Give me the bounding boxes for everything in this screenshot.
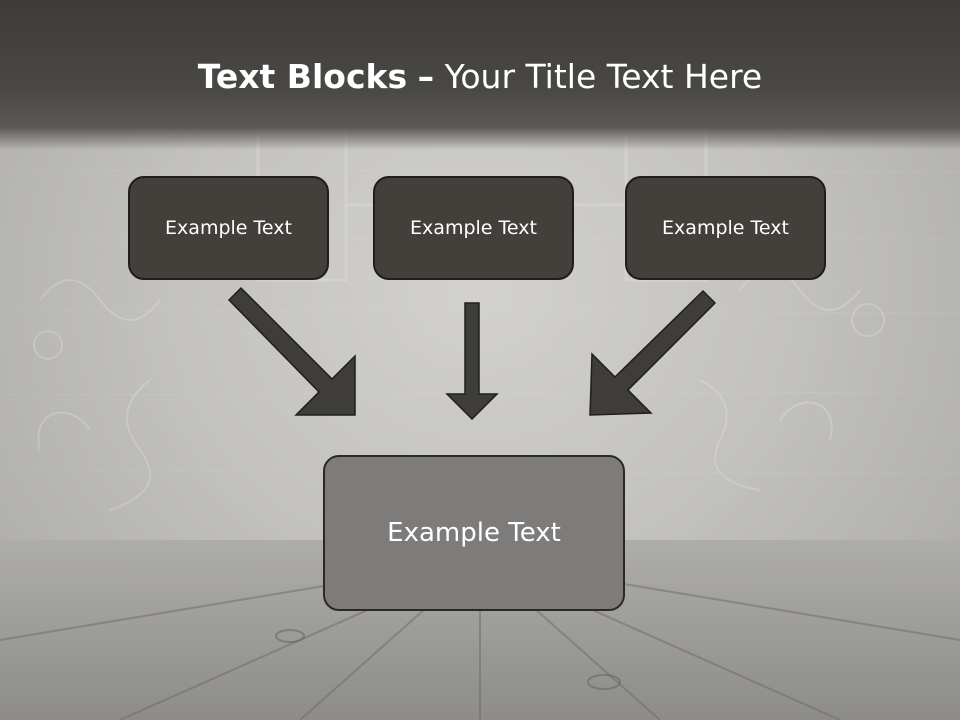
title-bar: [0, 0, 960, 150]
result-box-text: Example Text: [387, 518, 561, 548]
result-box[interactable]: Example Text: [323, 455, 625, 611]
slide-title: Text Blocks – Your Title Text Here: [0, 52, 960, 102]
source-box-3[interactable]: Example Text: [625, 176, 826, 280]
title-bold-part: Text Blocks: [197, 57, 408, 96]
title-regular-part: Your Title Text Here: [444, 57, 763, 96]
title-separator: –: [417, 57, 435, 96]
source-box-1[interactable]: Example Text: [128, 176, 329, 280]
source-box-2-text: Example Text: [410, 217, 537, 239]
arrow-down-icon: [445, 302, 499, 421]
arrow-down-right-icon: [227, 286, 356, 416]
source-box-3-text: Example Text: [662, 217, 789, 239]
arrow-down-left-icon: [589, 289, 717, 416]
source-box-2[interactable]: Example Text: [373, 176, 574, 280]
source-box-1-text: Example Text: [165, 217, 292, 239]
